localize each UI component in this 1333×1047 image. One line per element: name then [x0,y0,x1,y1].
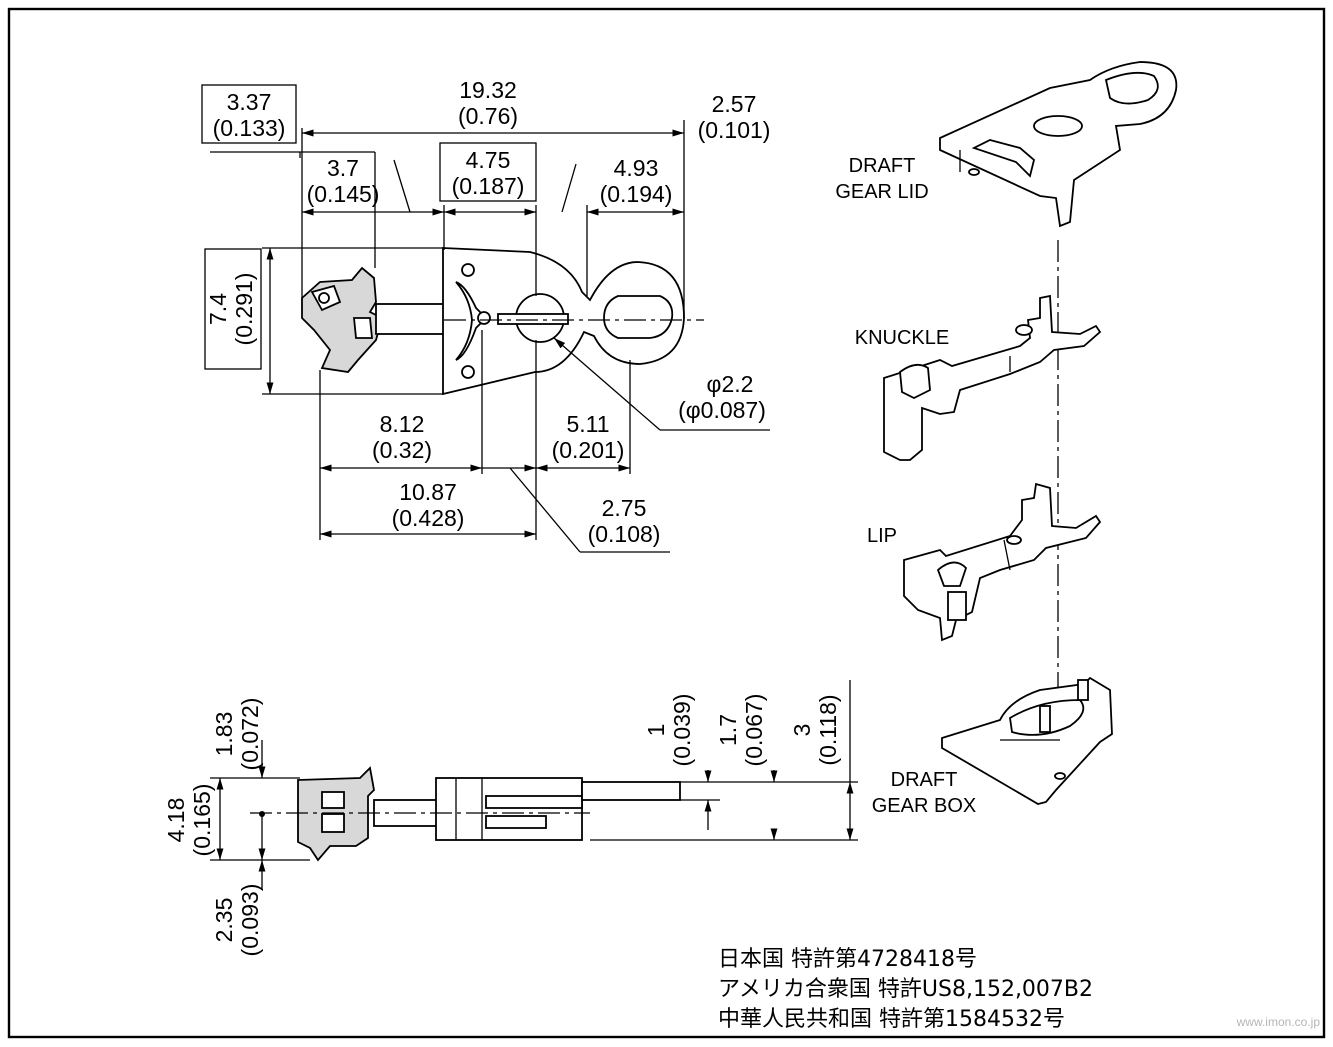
dim-4-93-mm: 4.93 [614,155,659,181]
dim-10-87-mm: 10.87 [399,479,457,505]
dim-3-mm: 3 [789,724,815,737]
dim-2-35-mm: 2.35 [211,898,237,943]
dim-2-57-mm: 2.57 [712,91,757,117]
dim-3-37-in: (0.133) [213,115,286,141]
patent-china: 中華人民共和国 特許第1584532号 [718,1007,1065,1032]
dim-4-75-in: (0.187) [452,173,525,199]
dim-dia-in: (φ0.087) [678,397,766,423]
label-draft-gear-box-2: GEAR BOX [872,795,976,817]
dim-dia-mm: φ2.2 [707,371,754,397]
dim-2-75-mm: 2.75 [602,495,647,521]
draft-gear-box-part [941,676,1113,805]
dim-3-in: (0.118) [815,694,841,765]
dim-2-35-in: (0.093) [237,884,263,957]
coupler-shank [375,303,447,335]
ref-box-7-4 [204,248,262,370]
dim-5-11-mm: 5.11 [566,411,609,437]
dim-8-12-in: (0.32) [372,437,432,463]
dim-4-18-mm: 4.18 [163,798,189,843]
coupler-side-view [250,766,681,862]
dim-2-57-in: (0.101) [698,117,771,143]
draft-gear-lid-part [939,61,1178,228]
dim-4-93-in: (0.194) [600,181,673,207]
label-draft-gear-box-1: DRAFT [891,769,958,791]
dim-4-75-mm: 4.75 [466,147,511,173]
side-dimension-lines [210,680,858,890]
dim-8-12-mm: 8.12 [380,411,425,437]
label-draft-gear-lid-2: GEAR LID [835,181,928,203]
oval-slot [603,295,674,339]
ref-box-3-37 [201,84,297,144]
lip-part [903,482,1102,642]
dim-1-in: (0.039) [669,694,695,767]
drawing-frame [7,7,1326,1039]
knuckle-part [883,294,1102,461]
dim-3-7-in: (0.145) [307,181,380,207]
dim-5-11-in: (0.201) [552,437,625,463]
patent-japan: 日本国 特許第4728418号 [718,947,977,972]
dim-1-83-mm: 1.83 [211,712,237,757]
dim-1-mm: 1 [643,724,669,737]
dim-1-7-in: (0.067) [741,694,767,767]
dim-19-32-in: (0.76) [458,103,518,129]
watermark: www.imon.co.jp [1236,1015,1321,1029]
side-draft-gear [435,777,583,841]
top-dimension-lines [210,120,770,553]
dim-19-32-mm: 19.32 [459,77,517,103]
dim-3-7-mm: 3.7 [327,155,359,181]
dim-10-87-in: (0.428) [392,505,465,531]
dim-2-75-in: (0.108) [588,521,661,547]
coupler-top-view [301,247,704,396]
dim-3-37-mm: 3.37 [227,89,272,115]
patent-usa: アメリカ合衆国 特許US8,152,007B2 [718,977,1093,1002]
label-knuckle: KNUCKLE [855,327,949,349]
label-lip: LIP [867,525,897,547]
dim-7-4-mm: 7.4 [205,293,231,325]
dim-1-7-mm: 1.7 [715,714,741,746]
ref-box-4-75 [439,142,537,202]
dim-7-4-in: (0.291) [231,273,257,346]
dim-4-18-in: (0.165) [189,784,215,857]
label-draft-gear-lid-1: DRAFT [849,155,916,177]
dim-1-83-in: (0.072) [237,698,263,771]
side-pin [581,781,681,801]
